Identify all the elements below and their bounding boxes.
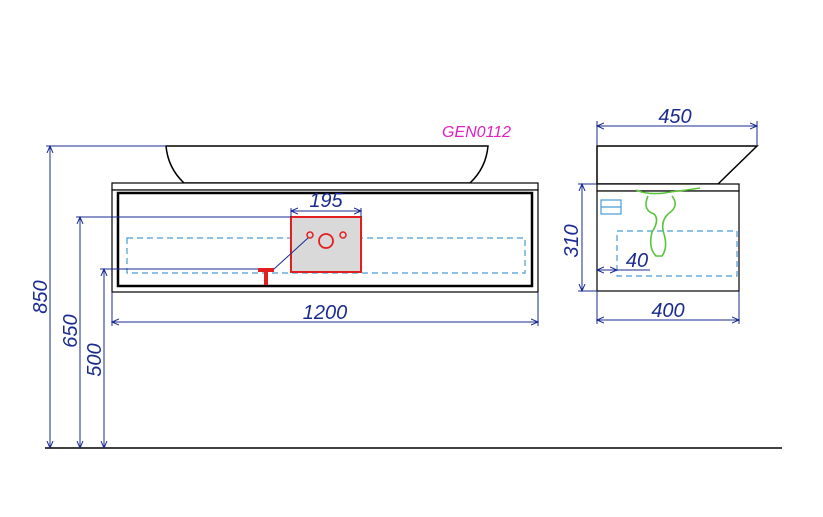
- siphon: [635, 187, 701, 257]
- countertop: [111, 182, 539, 191]
- supply-leader: [273, 237, 309, 270]
- dim-label-450: 450: [658, 106, 691, 128]
- dim-label-195: 195: [309, 190, 343, 212]
- dim-label-400: 400: [651, 300, 684, 322]
- outlet-box: [290, 216, 362, 273]
- model-code: GEN0112: [442, 124, 511, 141]
- dim-label-1200: 1200: [303, 302, 348, 324]
- vessel-basin: [165, 145, 489, 184]
- dim-label-650: 650: [60, 314, 82, 347]
- water-supply-stem: [264, 270, 268, 285]
- dim-label-310: 310: [561, 224, 583, 257]
- basin-side-profile: [596, 145, 759, 185]
- cabinet-opening: [116, 191, 534, 288]
- dim-label-850: 850: [30, 280, 52, 313]
- side-view: 450 400 310 40: [561, 106, 759, 324]
- dim-label-500: 500: [84, 343, 106, 376]
- drain-hole: [318, 233, 334, 249]
- hidden-drawer-side: [616, 230, 738, 277]
- countertop-side: [596, 183, 740, 192]
- dim-label-40: 40: [626, 250, 648, 272]
- mount-hole-left: [306, 231, 314, 239]
- front-view: 195 1200 850 650 500: [30, 146, 538, 448]
- mount-hole-right: [339, 231, 347, 239]
